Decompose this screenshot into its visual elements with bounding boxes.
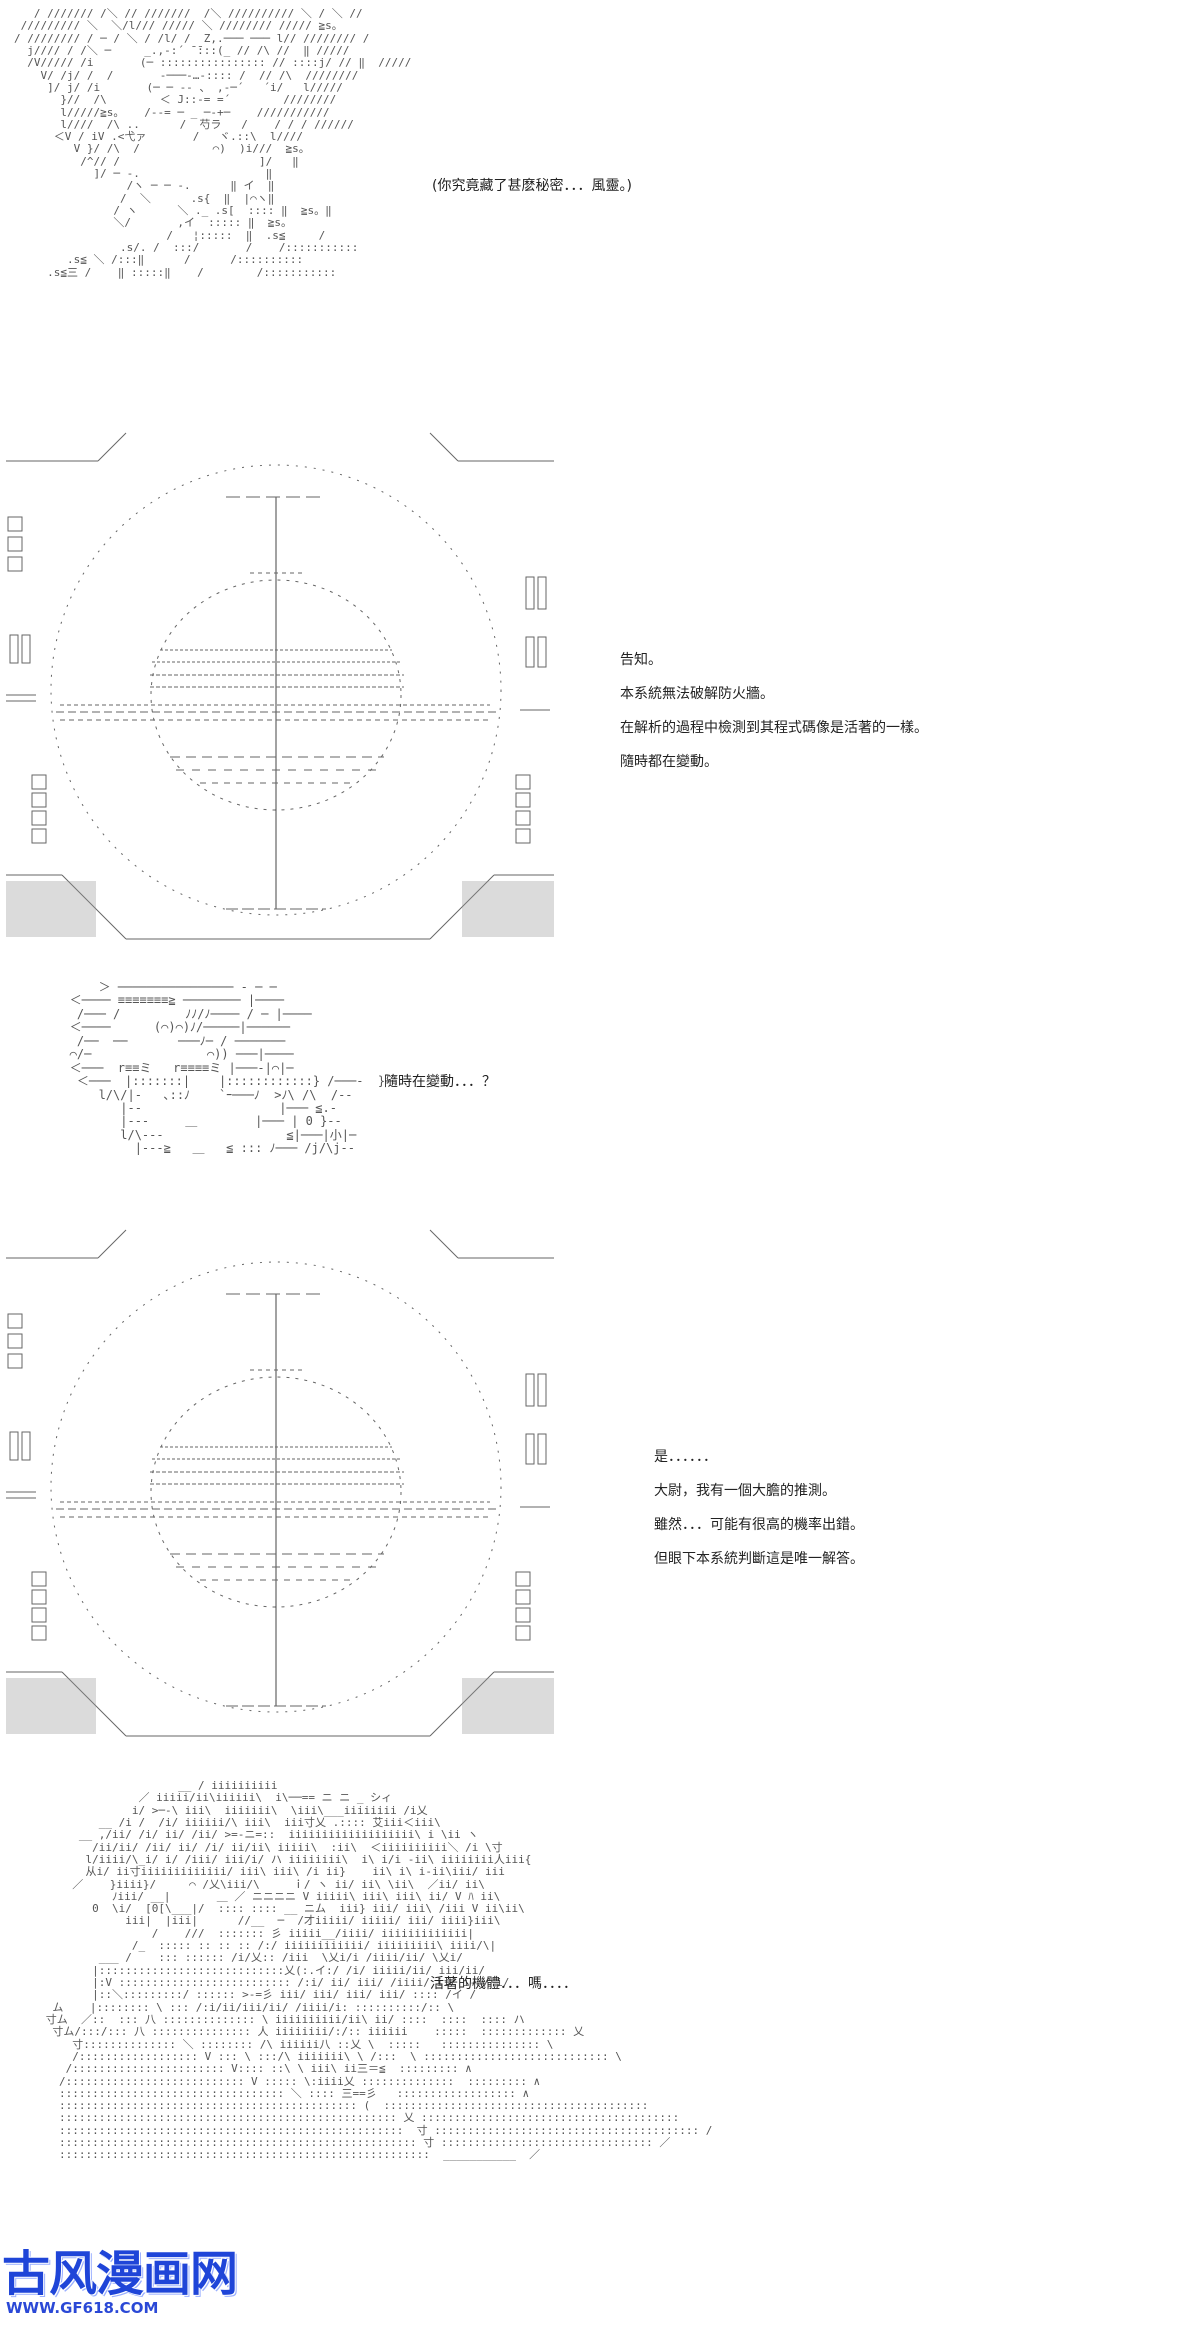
- ascii-art-cloaked-figure: __ / iiiiiiiiii ／ iiiii/ii\iiiiii\ i\──=…: [45, 1779, 713, 2162]
- report-line: 是．．．．．．: [654, 1449, 717, 1465]
- narration-caption: (你究竟藏了甚麽秘密．．．風靈。): [432, 178, 632, 194]
- report-line: 本系統無法破解防火牆。: [620, 686, 774, 702]
- report-line: 告知。: [620, 652, 662, 668]
- panel-4: 是．．．．．． 大尉，我有一個大膽的推測。 雖然．．．可能有很高的機率出錯。 但…: [0, 1222, 1200, 1762]
- watermark-title: 古风漫画网: [2, 2246, 238, 2302]
- living-machine-caption: 活著的機體．．．嗎．．．．: [430, 1976, 577, 1992]
- panel-5: __ / iiiiiiiiii ／ iiiii/ii\iiiiii\ i\──=…: [0, 1779, 1200, 2326]
- report-line: 雖然．．．可能有很高的機率出錯。: [654, 1517, 864, 1533]
- system-hypothesis-text: 是．．．．．． 大尉，我有一個大膽的推測。 雖然．．．可能有很高的機率出錯。 但…: [654, 1440, 864, 1576]
- system-report-text: 告知。 本系統無法破解防火牆。 在解析的過程中檢測到其程式碼像是活著的一樣。 隨…: [620, 643, 928, 779]
- report-line: 大尉，我有一個大膽的推測。: [654, 1483, 836, 1499]
- panel-2: 告知。 本系統無法破解防火牆。 在解析的過程中檢測到其程式碼像是活著的一樣。 隨…: [0, 425, 1200, 965]
- report-line: 在解析的過程中檢測到其程式碼像是活著的一樣。: [620, 720, 928, 736]
- targeting-reticle-hud: [6, 432, 554, 940]
- targeting-reticle-hud: [6, 1229, 554, 1737]
- ascii-art-face: ＞ ──────────────── ‐ ─ ─ ＜──── ≡≡≡≡≡≡≡≧ …: [69, 980, 393, 1156]
- panel-3: ＞ ──────────────── ‐ ─ ─ ＜──── ≡≡≡≡≡≡≡≧ …: [0, 975, 1200, 1205]
- question-caption: 隨時在變動．．．？: [384, 1074, 496, 1090]
- panel-1: / /////// /＼ // /////// /＼ ////////// ＼ …: [0, 0, 1200, 420]
- watermark-url: WWW.GF618.COM: [6, 2299, 159, 2317]
- site-watermark: 古风漫画网 WWW.GF618.COM: [2, 2246, 238, 2317]
- report-line: 但眼下本系統判斷這是唯一解答。: [654, 1551, 864, 1567]
- ascii-art-character-portrait: / /////// /＼ // /////// /＼ ////////// ＼ …: [14, 7, 412, 279]
- report-line: 隨時都在變動。: [620, 754, 718, 770]
